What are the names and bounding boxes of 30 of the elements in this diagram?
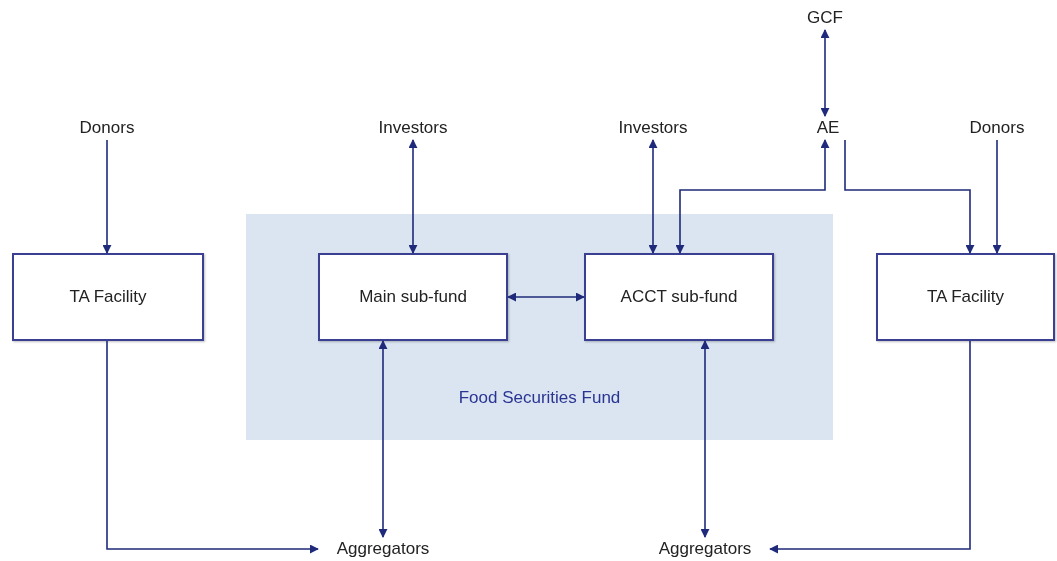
connector-arrow bbox=[700, 340, 710, 538]
node-label: GCF bbox=[807, 8, 843, 28]
node-label: Aggregators bbox=[336, 539, 430, 559]
node-label: Aggregators bbox=[658, 539, 752, 559]
node-label: Donors bbox=[969, 118, 1025, 138]
process-box bbox=[876, 253, 1055, 341]
connector-arrow bbox=[507, 292, 585, 302]
connector-arrow bbox=[648, 139, 658, 254]
connector-arrow bbox=[820, 29, 830, 117]
box-label: Main sub-fund bbox=[359, 287, 467, 307]
fund-region bbox=[246, 214, 833, 440]
connector-arrow bbox=[106, 340, 319, 554]
connector-arrow bbox=[102, 139, 112, 254]
node-label: Investors bbox=[618, 118, 688, 138]
box-label: TA Facility bbox=[69, 287, 147, 307]
box-label: ACCT sub-fund bbox=[620, 287, 738, 307]
connector-arrow bbox=[769, 340, 971, 554]
connector-arrow bbox=[378, 340, 388, 538]
node-label: Donors bbox=[79, 118, 135, 138]
connector-arrow bbox=[408, 139, 418, 254]
box-label: TA Facility bbox=[926, 287, 1005, 307]
connector-arrow bbox=[844, 139, 975, 254]
region-label: Food Securities Fund bbox=[458, 388, 621, 408]
connector-arrow bbox=[675, 139, 830, 254]
connector-arrow bbox=[992, 139, 1002, 254]
process-box bbox=[318, 253, 508, 341]
process-box bbox=[584, 253, 774, 341]
process-box bbox=[12, 253, 204, 341]
node-label: AE bbox=[816, 118, 840, 138]
node-label: Investors bbox=[378, 118, 448, 138]
